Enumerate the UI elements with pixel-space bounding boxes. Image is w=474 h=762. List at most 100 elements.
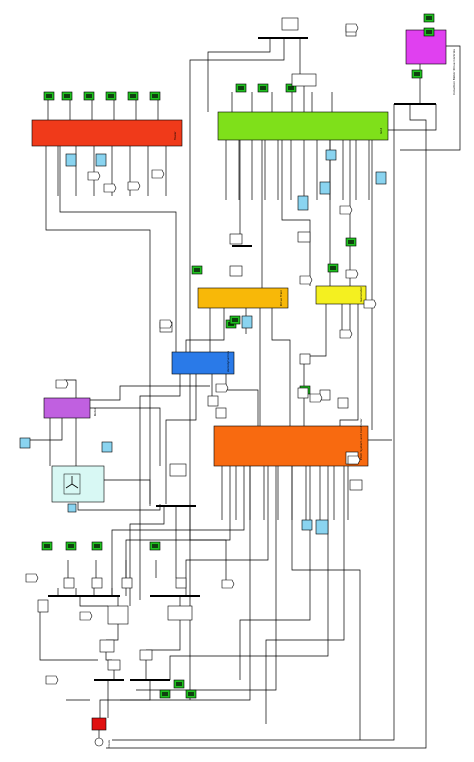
signal-wire	[39, 612, 98, 661]
scope-12[interactable]	[411, 69, 423, 79]
tower-subsystem[interactable]	[31, 119, 183, 147]
goto-tag-2[interactable]	[215, 383, 229, 393]
goto-tag-3[interactable]	[55, 379, 69, 389]
constant-11[interactable]	[315, 519, 329, 535]
scope-screen	[130, 94, 136, 98]
function-block-24[interactable]	[107, 659, 121, 671]
drive-train-subsystem[interactable]	[197, 287, 289, 309]
function-block-19[interactable]	[37, 599, 49, 613]
scope-23[interactable]	[327, 263, 339, 273]
scope-18[interactable]	[159, 689, 171, 699]
scope-10[interactable]	[423, 13, 435, 23]
scope-21[interactable]	[229, 315, 241, 325]
goto-tag-16[interactable]	[339, 205, 353, 215]
scope-22[interactable]	[345, 237, 357, 247]
function-block-16[interactable]	[91, 577, 103, 589]
signal-wire	[136, 466, 277, 691]
function-block-20[interactable]	[107, 605, 129, 625]
signal-wire	[30, 418, 63, 441]
constant-8[interactable]	[19, 437, 31, 449]
constant-5[interactable]	[297, 195, 309, 211]
function-block-15[interactable]	[63, 577, 75, 589]
goto-tag-17[interactable]	[309, 393, 323, 403]
clock-source[interactable]	[91, 717, 107, 731]
scope-2[interactable]	[61, 91, 73, 101]
generator-subsystem[interactable]	[315, 285, 367, 305]
goto-tag-8[interactable]	[151, 169, 165, 179]
scope-screen	[64, 94, 70, 98]
pitch-system-subsystem[interactable]	[213, 425, 369, 467]
constant-12[interactable]	[301, 519, 313, 531]
constant-4[interactable]	[319, 181, 331, 195]
scope-1[interactable]	[43, 91, 55, 101]
constant-9[interactable]	[101, 441, 113, 453]
signal-wire	[207, 38, 271, 112]
goto-tag-19[interactable]	[345, 269, 359, 279]
function-block-18[interactable]	[175, 577, 187, 589]
scope-15[interactable]	[91, 541, 103, 551]
function-block-11[interactable]	[337, 397, 349, 409]
function-block-22[interactable]	[99, 639, 115, 653]
function-block-23[interactable]	[139, 649, 153, 661]
function-block-1[interactable]	[281, 17, 299, 31]
goto-tag-6[interactable]	[45, 675, 59, 685]
signal-wire	[90, 407, 161, 466]
function-block-7[interactable]	[207, 395, 219, 407]
signal-wire	[79, 596, 108, 607]
goto-tag-18[interactable]	[363, 299, 377, 309]
function-block-26[interactable]	[299, 353, 311, 365]
constant-1[interactable]	[65, 153, 77, 167]
goto-tag-11[interactable]	[87, 171, 101, 181]
generator-label: Generator	[359, 286, 363, 302]
constant-3[interactable]	[325, 149, 337, 161]
scope-25[interactable]	[185, 689, 197, 699]
clock-icon[interactable]	[94, 737, 104, 747]
scope-11[interactable]	[423, 27, 435, 37]
rotor-subsystem[interactable]	[43, 397, 91, 419]
function-block-8[interactable]	[215, 407, 227, 419]
scope-screen	[86, 94, 92, 98]
scope-screen	[152, 544, 158, 548]
scope-13[interactable]	[41, 541, 53, 551]
function-block-17[interactable]	[121, 577, 133, 589]
signal-wire	[225, 374, 259, 430]
function-block-9[interactable]	[297, 387, 309, 399]
goto-tag-7[interactable]	[79, 611, 93, 621]
function-block-5[interactable]	[229, 265, 243, 277]
mux-bottom-2	[130, 679, 170, 681]
function-block-14[interactable]	[169, 463, 187, 477]
aerodynamics-subsystem[interactable]	[171, 351, 235, 375]
scope-8[interactable]	[257, 83, 269, 93]
grid-subsystem[interactable]	[217, 111, 389, 141]
goto-tag-13[interactable]	[347, 455, 361, 465]
constant-6[interactable]	[375, 171, 387, 185]
goto-tag-4[interactable]	[25, 573, 39, 583]
function-block-25[interactable]	[297, 231, 311, 243]
scope-5[interactable]	[127, 91, 139, 101]
goto-tag-5[interactable]	[221, 579, 235, 589]
constant-7[interactable]	[241, 315, 253, 329]
function-block-21[interactable]	[167, 605, 193, 621]
goto-tag-10[interactable]	[103, 183, 117, 193]
scope-screen	[152, 94, 158, 98]
scope-4[interactable]	[105, 91, 117, 101]
constant-10[interactable]	[67, 503, 77, 513]
scope-6[interactable]	[149, 91, 161, 101]
scope-16[interactable]	[149, 541, 161, 551]
goto-tag-14[interactable]	[159, 319, 173, 329]
function-block-3[interactable]	[291, 73, 317, 87]
scope-19[interactable]	[191, 265, 203, 275]
scope-7[interactable]	[235, 83, 247, 93]
scope-9[interactable]	[285, 83, 297, 93]
scope-17[interactable]	[173, 679, 185, 689]
wind-turbine-subsystem[interactable]	[51, 465, 105, 503]
constant-2[interactable]	[95, 153, 107, 167]
goto-tag-12[interactable]	[339, 329, 353, 339]
function-block-4[interactable]	[229, 233, 243, 245]
goto-tag-15[interactable]	[299, 275, 313, 285]
goto-tag-9[interactable]	[127, 181, 141, 191]
scope-3[interactable]	[83, 91, 95, 101]
goto-tag-1[interactable]	[345, 23, 359, 33]
scope-14[interactable]	[65, 541, 77, 551]
function-block-13[interactable]	[349, 479, 363, 491]
